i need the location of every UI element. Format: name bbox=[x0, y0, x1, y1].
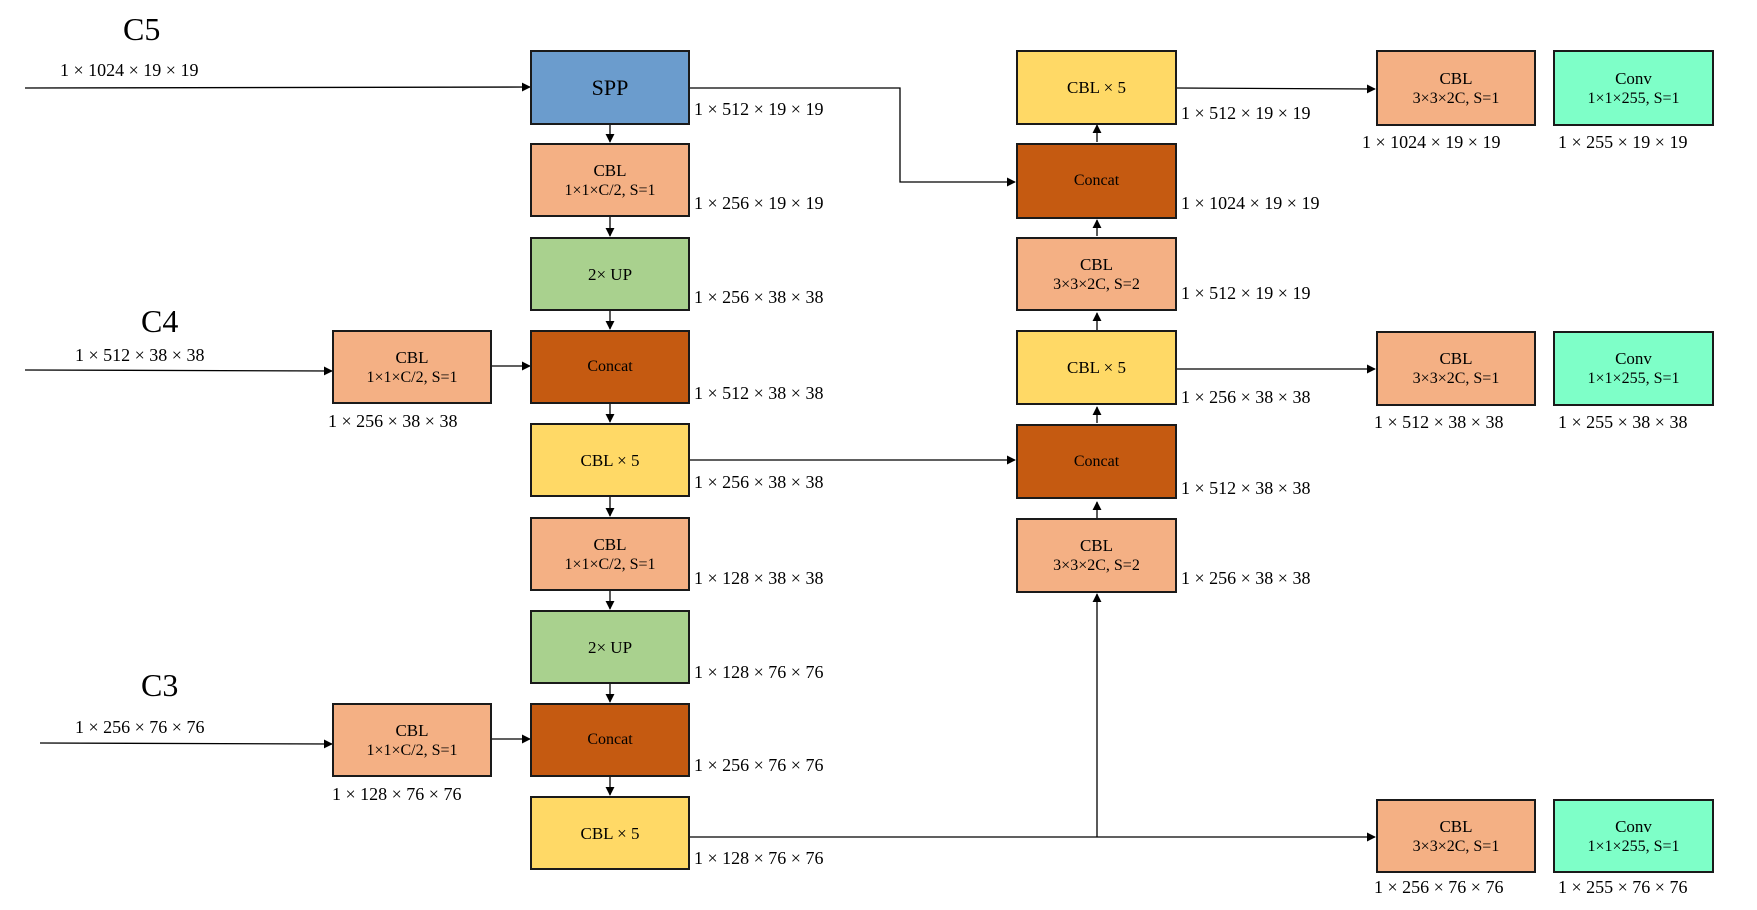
head2-cbl-block: CBL 3×3×2C, S=1 bbox=[1376, 331, 1536, 406]
cbl-block-2: CBL 1×1×C/2, S=1 bbox=[530, 517, 690, 591]
block-params: 1×1×255, S=1 bbox=[1587, 370, 1680, 387]
block-params: 3×3×2C, S=1 bbox=[1412, 89, 1500, 107]
cbl5-1-output-dims: 1 × 256 × 38 × 38 bbox=[694, 472, 824, 492]
right-cbl5-block-19: CBL × 5 bbox=[1016, 50, 1177, 125]
input-c3-dims: 1 × 256 × 76 × 76 bbox=[75, 717, 205, 737]
block-label: Conv bbox=[1615, 68, 1652, 88]
cbl-1-output-dims: 1 × 256 × 19 × 19 bbox=[694, 193, 824, 213]
head2-cbl-output-dims: 1 × 512 × 38 × 38 bbox=[1374, 412, 1504, 432]
right-concat-19-output-dims: 1 × 1024 × 19 × 19 bbox=[1181, 193, 1320, 213]
block-label: Conv bbox=[1615, 349, 1652, 368]
block-label: CBL bbox=[593, 534, 627, 554]
head1-cbl-block: CBL 3×3×2C, S=1 bbox=[1376, 50, 1536, 126]
right-concat-block-38: Concat bbox=[1016, 424, 1177, 499]
block-label: CBL bbox=[1439, 816, 1473, 836]
head2-conv-output-dims: 1 × 255 × 38 × 38 bbox=[1558, 412, 1688, 432]
head1-cbl-output-dims: 1 × 1024 × 19 × 19 bbox=[1362, 132, 1501, 152]
block-label: Conv bbox=[1615, 816, 1652, 836]
upsample-1-output-dims: 1 × 256 × 38 × 38 bbox=[694, 287, 824, 307]
block-params: 3×3×2C, S=1 bbox=[1412, 370, 1500, 387]
block-label: CBL × 5 bbox=[1066, 358, 1127, 377]
head3-cbl-block: CBL 3×3×2C, S=1 bbox=[1376, 799, 1536, 873]
input-c4-dims: 1 × 512 × 38 × 38 bbox=[75, 345, 205, 365]
arrow-spp-to-concat bbox=[690, 87, 1016, 187]
upsample-block-1: 2× UP bbox=[530, 237, 690, 311]
block-label: Concat bbox=[1073, 172, 1120, 189]
block-params: 1×1×C/2, S=1 bbox=[564, 181, 656, 199]
arrow-c4-to-cbl bbox=[24, 366, 333, 376]
block-label: CBL bbox=[593, 160, 627, 180]
right-downsample-38-output-dims: 1 × 256 × 38 × 38 bbox=[1181, 568, 1311, 588]
block-label: CBL × 5 bbox=[580, 823, 640, 843]
right-concat-block-19: Concat bbox=[1016, 143, 1177, 219]
block-params: 3×3×2C, S=2 bbox=[1053, 275, 1140, 293]
concat-block-2: Concat bbox=[530, 703, 690, 777]
input-c4-name: C4 bbox=[141, 303, 179, 339]
block-label: CBL bbox=[395, 347, 429, 367]
block-params: 1×1×C/2, S=1 bbox=[564, 555, 656, 573]
input-c3-name: C3 bbox=[141, 667, 179, 703]
right-cbl5-19-output-dims: 1 × 512 × 19 × 19 bbox=[1181, 103, 1311, 123]
block-label: Concat bbox=[587, 358, 633, 375]
spp-block: SPP bbox=[530, 50, 690, 125]
block-params: 1×1×C/2, S=1 bbox=[366, 741, 458, 759]
right-concat-38-output-dims: 1 × 512 × 38 × 38 bbox=[1181, 478, 1311, 498]
block-label: Concat bbox=[587, 731, 633, 748]
input-c5-dims: 1 × 1024 × 19 × 19 bbox=[60, 60, 199, 80]
arrow-to-head1 bbox=[1176, 84, 1376, 94]
right-downsample-19-output-dims: 1 × 512 × 19 × 19 bbox=[1181, 283, 1311, 303]
side-cbl-c3-output-dims: 1 × 128 × 76 × 76 bbox=[332, 784, 462, 804]
side-cbl-block-c4: CBL 1×1×C/2, S=1 bbox=[332, 330, 492, 404]
head2-conv-block: Conv 1×1×255, S=1 bbox=[1553, 331, 1714, 406]
spp-output-dims: 1 × 512 × 19 × 19 bbox=[694, 99, 824, 119]
head1-conv-output-dims: 1 × 255 × 19 × 19 bbox=[1558, 132, 1688, 152]
upsample-2-output-dims: 1 × 128 × 76 × 76 bbox=[694, 662, 824, 682]
block-params: 1×1×255, S=1 bbox=[1587, 837, 1680, 855]
right-downsample-block-19: CBL 3×3×2C, S=2 bbox=[1016, 237, 1177, 311]
side-cbl-block-c3: CBL 1×1×C/2, S=1 bbox=[332, 703, 492, 777]
cbl5-2-output-dims: 1 × 128 × 76 × 76 bbox=[694, 848, 824, 868]
block-params: 1×1×255, S=1 bbox=[1587, 89, 1680, 107]
cbl5-block-1: CBL × 5 bbox=[530, 423, 690, 497]
block-label: CBL bbox=[1079, 536, 1114, 555]
block-label: SPP bbox=[591, 75, 629, 100]
block-label: Concat bbox=[1073, 452, 1120, 470]
right-cbl5-38-output-dims: 1 × 256 × 38 × 38 bbox=[1181, 387, 1311, 407]
block-label: 2× UP bbox=[587, 637, 633, 657]
right-cbl5-block-38: CBL × 5 bbox=[1016, 330, 1177, 405]
block-params: 3×3×2C, S=2 bbox=[1053, 557, 1140, 574]
block-label: CBL × 5 bbox=[580, 450, 640, 470]
head3-cbl-output-dims: 1 × 256 × 76 × 76 bbox=[1374, 877, 1504, 897]
block-params: 3×3×2C, S=1 bbox=[1412, 837, 1500, 855]
concat-block-1: Concat bbox=[530, 330, 690, 404]
right-downsample-block-38: CBL 3×3×2C, S=2 bbox=[1016, 518, 1177, 593]
block-label: CBL × 5 bbox=[1066, 78, 1127, 97]
cbl-block-1: CBL 1×1×C/2, S=1 bbox=[530, 143, 690, 217]
block-label: CBL bbox=[1439, 68, 1473, 88]
arrow-c3-to-cbl bbox=[39, 739, 333, 749]
head3-conv-block: Conv 1×1×255, S=1 bbox=[1553, 799, 1714, 873]
head3-conv-output-dims: 1 × 255 × 76 × 76 bbox=[1558, 877, 1688, 897]
block-label: CBL bbox=[1439, 349, 1473, 368]
block-label: CBL bbox=[395, 720, 429, 740]
block-params: 1×1×C/2, S=1 bbox=[366, 368, 458, 386]
arrow-c5-to-spp bbox=[24, 82, 531, 92]
cbl5-block-2: CBL × 5 bbox=[530, 796, 690, 870]
head1-conv-block: Conv 1×1×255, S=1 bbox=[1553, 50, 1714, 126]
input-c5-name: C5 bbox=[123, 11, 161, 47]
concat-1-output-dims: 1 × 512 × 38 × 38 bbox=[694, 383, 824, 403]
cbl-2-output-dims: 1 × 128 × 38 × 38 bbox=[694, 568, 824, 588]
side-cbl-c4-output-dims: 1 × 256 × 38 × 38 bbox=[328, 411, 458, 431]
upsample-block-2: 2× UP bbox=[530, 610, 690, 684]
block-label: 2× UP bbox=[587, 264, 633, 284]
concat-2-output-dims: 1 × 256 × 76 × 76 bbox=[694, 755, 824, 775]
block-label: CBL bbox=[1079, 254, 1114, 274]
